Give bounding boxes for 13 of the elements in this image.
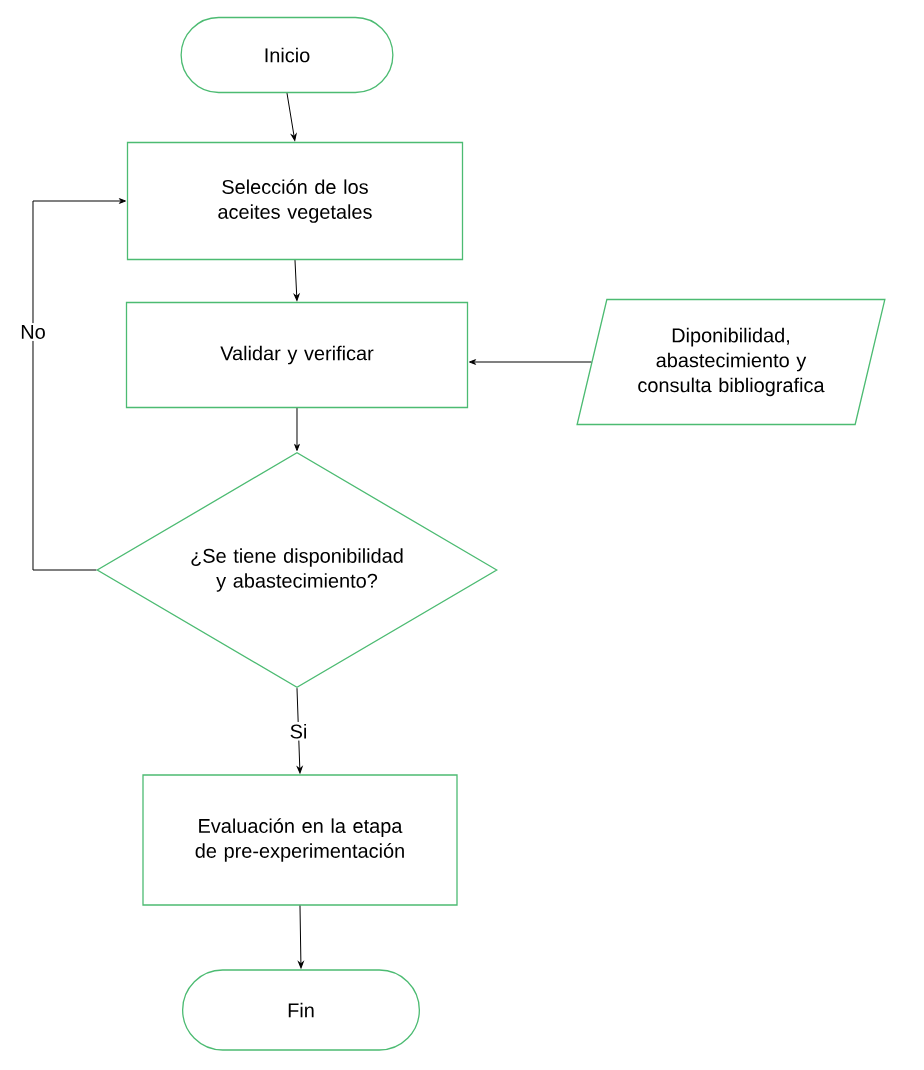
edge-label: Si — [287, 721, 310, 741]
arrow — [296, 687, 303, 774]
arrow — [293, 259, 300, 301]
data-parallelogram: Diponibilidad, abastecimiento y consulta bibliografica — [576, 298, 886, 426]
arrow — [32, 198, 126, 571]
arrow — [469, 359, 592, 365]
process-box: Evaluación en la etapa de pre-experimentación — [142, 774, 458, 906]
arrow — [298, 905, 304, 969]
process-box: Selección de los aceites vegetales — [126, 141, 464, 261]
edge-label: No — [18, 323, 48, 341]
arrow — [294, 407, 300, 451]
arrow — [286, 92, 297, 141]
process-box: Validar y verificar — [125, 301, 469, 409]
